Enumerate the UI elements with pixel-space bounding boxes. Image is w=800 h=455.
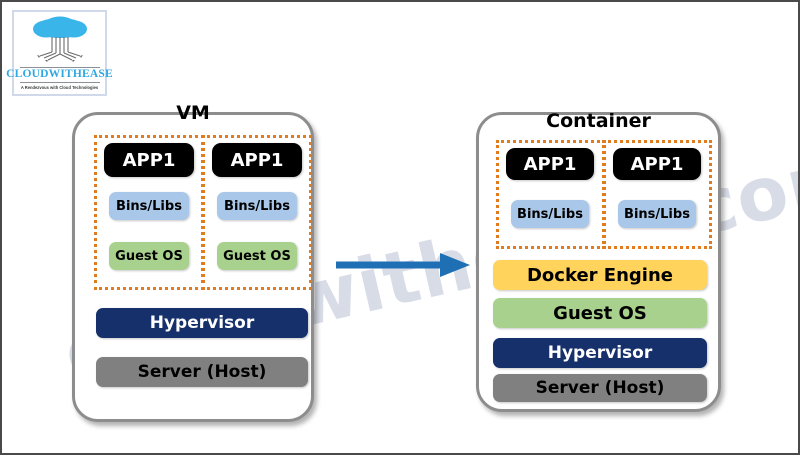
- container-guest-os-block: Guest OS: [493, 298, 707, 328]
- container-stack-2-bins-libs-block: Bins/Libs: [618, 200, 696, 228]
- container-hypervisor-block: Hypervisor: [493, 338, 707, 368]
- vm-stack-2-group: [202, 135, 312, 290]
- vm-panel-title: VM: [176, 102, 210, 124]
- logo-tagline: A Rendezvous with Cloud Technologies: [20, 84, 99, 90]
- logo-divider-2: [19, 81, 100, 83]
- vm-stack-1-bins-libs-block: Bins/Libs: [109, 192, 189, 220]
- container-stack-1-bins-libs-block: Bins/Libs: [511, 200, 589, 228]
- brand-logo: CLOUDWITHEASE A Rendezvous with Cloud Te…: [6, 10, 113, 96]
- container-docker-engine-block: Docker Engine: [493, 260, 707, 290]
- container-stack-2-group: [603, 140, 712, 249]
- vm-stack-1-guest-os-block: Guest OS: [109, 242, 189, 270]
- container-panel-title: Container: [546, 110, 651, 132]
- vm-stack-2-guest-os-block: Guest OS: [217, 242, 297, 270]
- vm-stack-2-app-block: APP1: [212, 143, 302, 177]
- right-arrow-icon: [336, 253, 470, 277]
- logo-divider: [19, 67, 100, 68]
- logo-wordmark: CLOUDWITHEASE: [6, 68, 113, 80]
- container-server-host-block: Server (Host): [493, 374, 707, 402]
- vm-server-host-block: Server (Host): [96, 357, 308, 387]
- container-stack-1-app-block: APP1: [506, 148, 594, 180]
- container-stack-2-app-block: APP1: [613, 148, 701, 180]
- cloud-tree-icon: [32, 16, 87, 62]
- vm-stack-2-bins-libs-block: Bins/Libs: [217, 192, 297, 220]
- vm-hypervisor-block: Hypervisor: [96, 308, 308, 338]
- vm-stack-1-app-block: APP1: [104, 143, 194, 177]
